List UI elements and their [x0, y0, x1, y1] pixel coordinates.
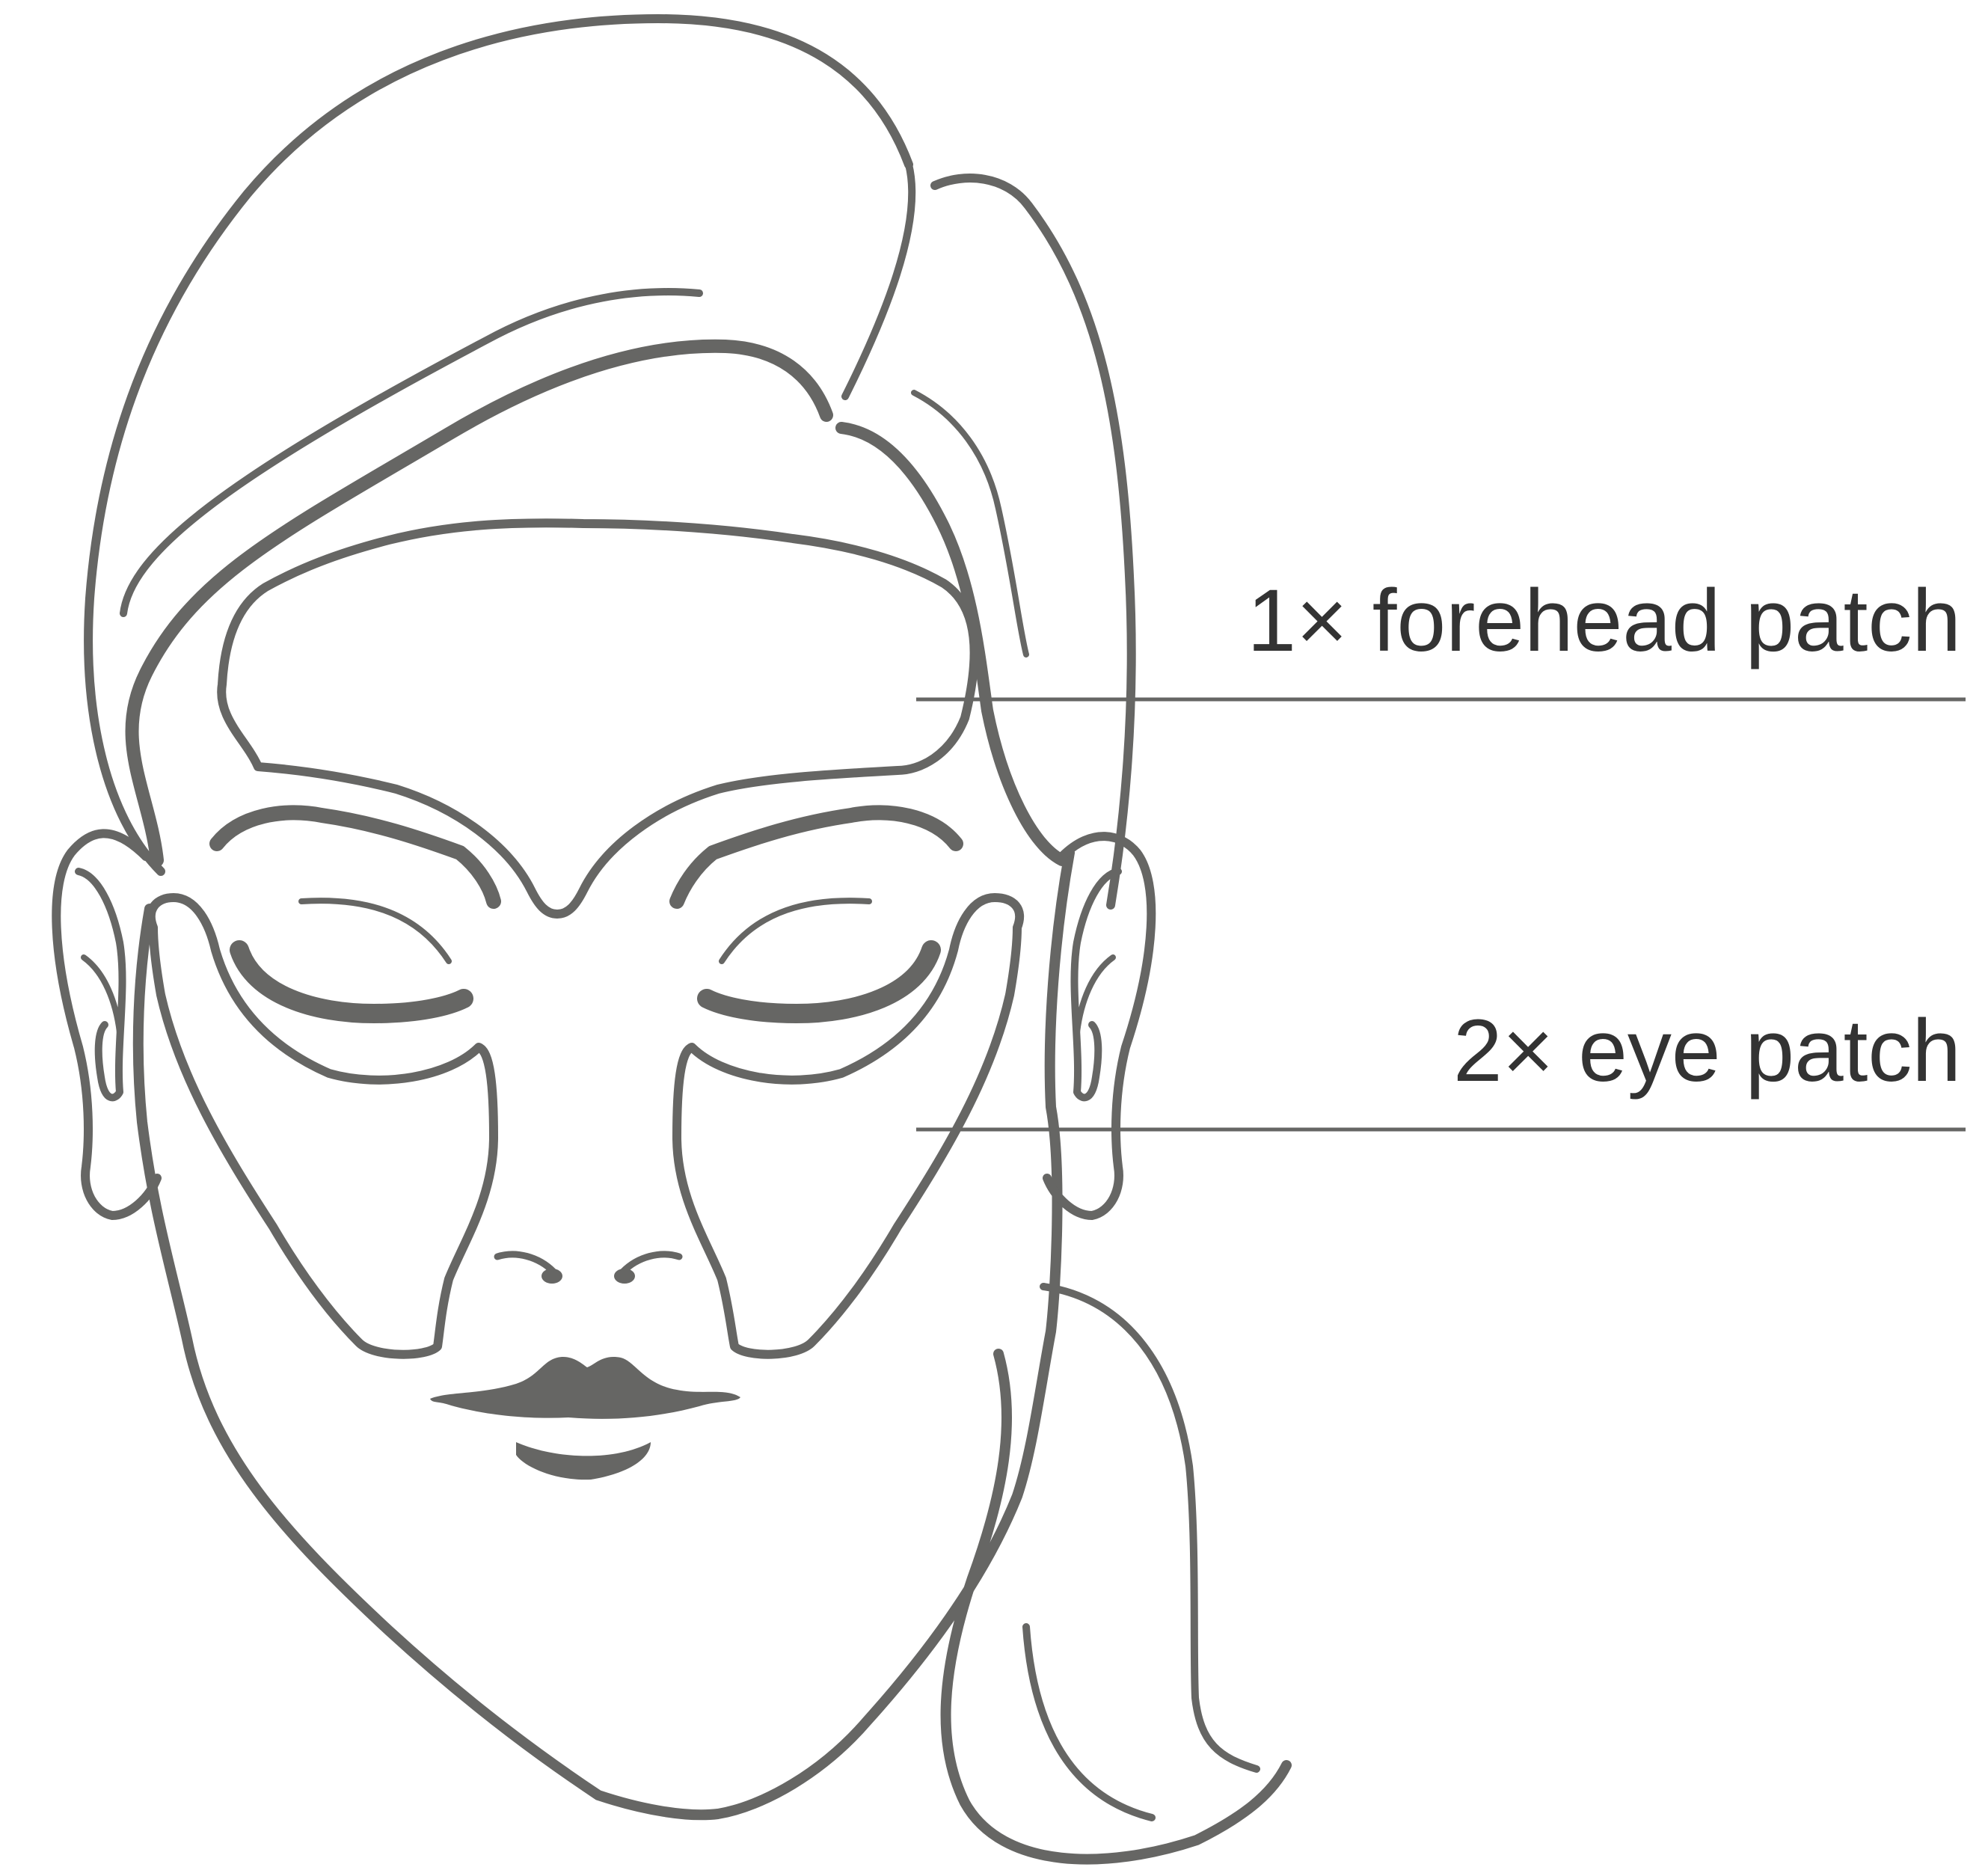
mouth — [430, 1357, 740, 1480]
eye-patch-left — [151, 898, 494, 1355]
left-lid — [239, 950, 464, 1014]
nose — [497, 1254, 679, 1284]
eye-patch-label: 2× eye patch — [1453, 1002, 1961, 1100]
hair — [88, 19, 1286, 1860]
forehead-patch-label: 1× forehead patch — [1247, 571, 1961, 670]
forehead-patch — [221, 523, 974, 914]
eyes — [239, 901, 931, 1014]
right-brow — [677, 812, 956, 901]
left-brow — [217, 812, 494, 901]
right-lid — [707, 950, 931, 1014]
eye-patch-right — [677, 898, 1019, 1355]
